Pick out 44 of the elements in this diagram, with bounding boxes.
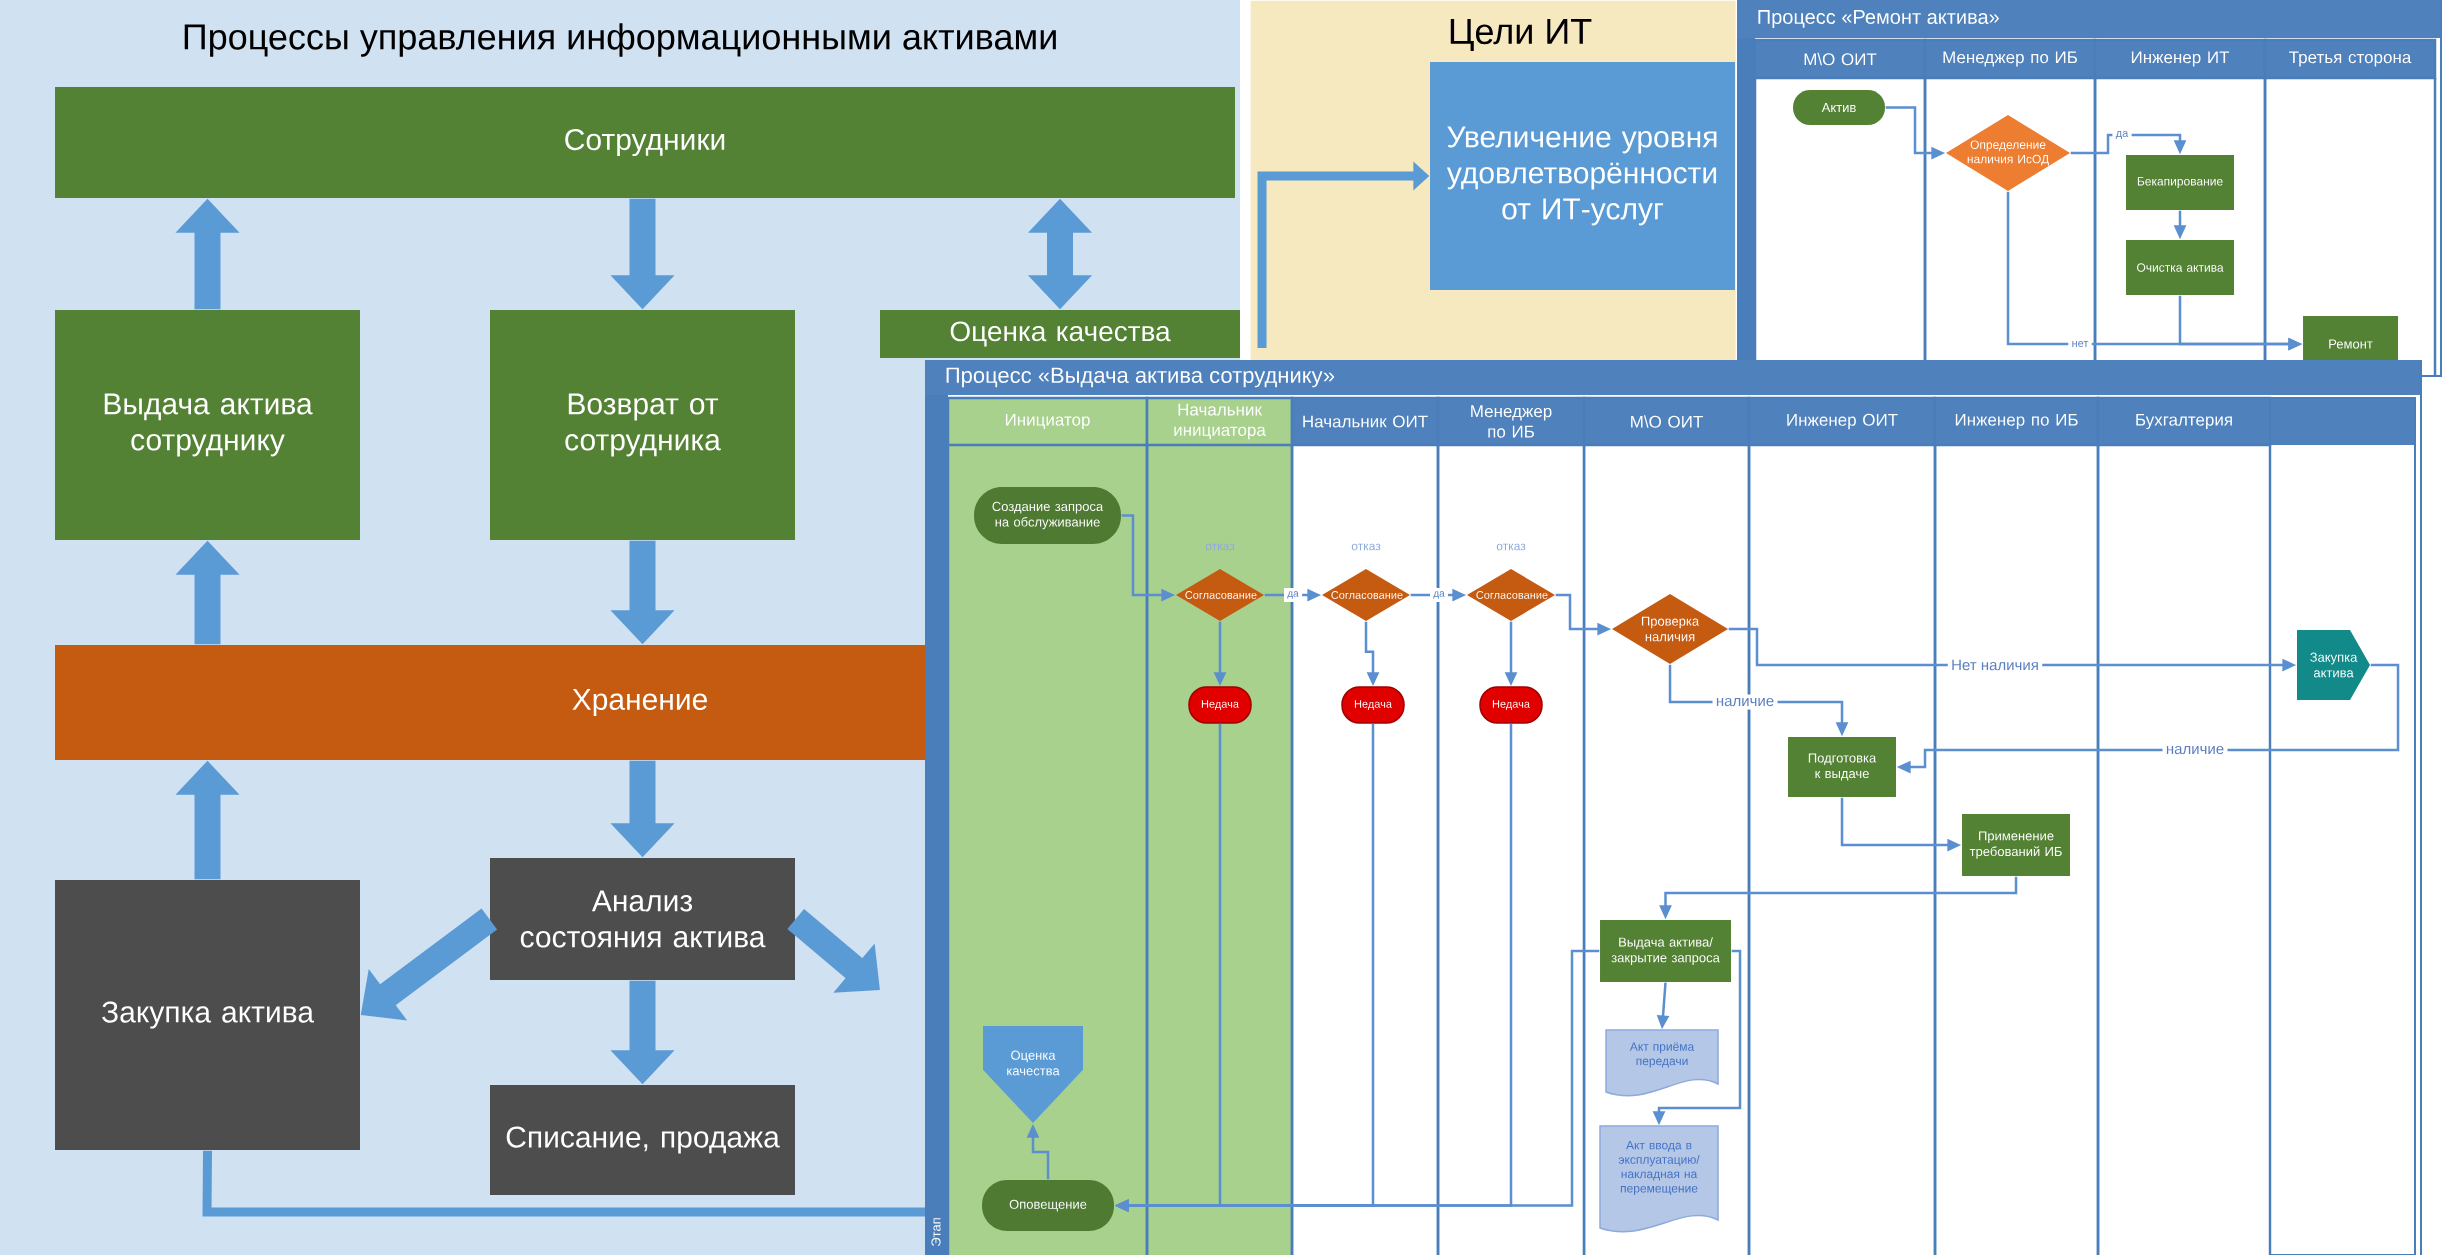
connector-line (202, 1150, 925, 1217)
status-label: отказ (1496, 543, 1526, 551)
rounded-box: Недача (1479, 686, 1543, 724)
process-box: Оценка качества (880, 310, 1240, 358)
process-box: Анализ состояния актива (490, 858, 795, 980)
process-box: Выдача актива/ закрытие запроса (1600, 920, 1731, 982)
lane-header: Менеджер по ИБ (1923, 38, 2097, 80)
lane-header: Инженер ОИТ (1747, 396, 1937, 447)
process-box: Очистка актива (2126, 240, 2234, 295)
process-box: Выдача актива сотруднику (55, 310, 360, 540)
edge-label: да (1430, 588, 1449, 603)
lane-label: Этап (931, 1218, 941, 1247)
process-box: Подготовка к выдаче (1788, 737, 1896, 797)
lane-header: Начальник ОИТ (1290, 396, 1440, 447)
lane-header: Инженер ИТ (2093, 38, 2267, 80)
lane-header: Бухгалтерия (2096, 396, 2272, 447)
status-label: отказ (1205, 543, 1235, 551)
process-box: Бекапирование (2126, 155, 2234, 210)
lane-header: Менеджер по ИБ (1436, 396, 1586, 447)
arrow-box: Закупка актива (2297, 630, 2370, 700)
rounded-box: Создание запроса на обслуживание (974, 487, 1121, 544)
lane-header: Начальник инициатора (1145, 396, 1294, 447)
process-box: Закупка актива (55, 880, 360, 1150)
title: Процессы управления информационными активами (184, 23, 1056, 57)
lane-header: Инженер по ИБ (1933, 396, 2100, 447)
arrow (2070, 133, 2187, 155)
lane-header: Инициатор (946, 396, 1149, 447)
rounded-box: Оповещение (982, 1180, 1114, 1231)
offpage-connector: Оценка качества (983, 1026, 1083, 1123)
lane-header: М\О ОИТ (1582, 396, 1751, 447)
lane-header: Третья сторона (2263, 38, 2437, 80)
process-box: Сотрудники (55, 87, 1235, 198)
block-arrow (787, 909, 880, 993)
process-box: Увеличение уровня удовлетворённости от ИТ-услуг (1430, 62, 1735, 290)
status-label: отказ (1351, 543, 1381, 551)
rounded-box: Недача (1341, 686, 1405, 724)
process-box: Списание, продажа (490, 1085, 795, 1195)
process-box: Возврат от сотрудника (490, 310, 795, 540)
edge-label: Нет наличия (1947, 656, 2043, 674)
lane-header: М\О ОИТ (1753, 38, 1927, 80)
process-box: Хранение (55, 645, 925, 760)
process-box: Применение требований ИБ (1962, 814, 2070, 876)
rounded-box: Недача (1188, 686, 1252, 724)
edge-label: да (1284, 588, 1303, 603)
